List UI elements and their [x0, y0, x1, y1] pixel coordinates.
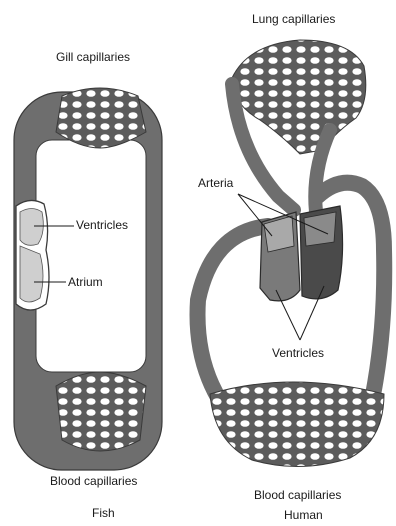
fish-atrium-label: Atrium: [68, 275, 103, 289]
fish-inner-space: [36, 140, 146, 372]
fish-caption: Fish: [92, 506, 115, 520]
human-circulation: [198, 40, 385, 467]
arteria-label: Arteria: [198, 176, 233, 190]
fish-blood-capillary-bed: [56, 372, 146, 451]
fish-blood-capillaries-label: Blood capillaries: [50, 474, 137, 488]
human-blood-capillaries-label: Blood capillaries: [254, 488, 341, 502]
fish-gill-capillary-bed: [56, 88, 146, 148]
gill-capillaries-label: Gill capillaries: [56, 50, 130, 64]
fish-ventricles-label: Ventricles: [76, 218, 128, 232]
fish-atrium: [20, 246, 43, 302]
human-systemic-vessel-left: [198, 226, 269, 404]
human-lung-capillary-bed: [232, 40, 366, 154]
fish-ventricle: [20, 209, 43, 246]
human-blood-capillary-bed: [210, 382, 384, 467]
human-atrium-right: [304, 212, 336, 246]
human-caption: Human: [284, 508, 323, 522]
lung-capillaries-label: Lung capillaries: [252, 12, 335, 26]
human-ventricles-label: Ventricles: [272, 346, 324, 360]
